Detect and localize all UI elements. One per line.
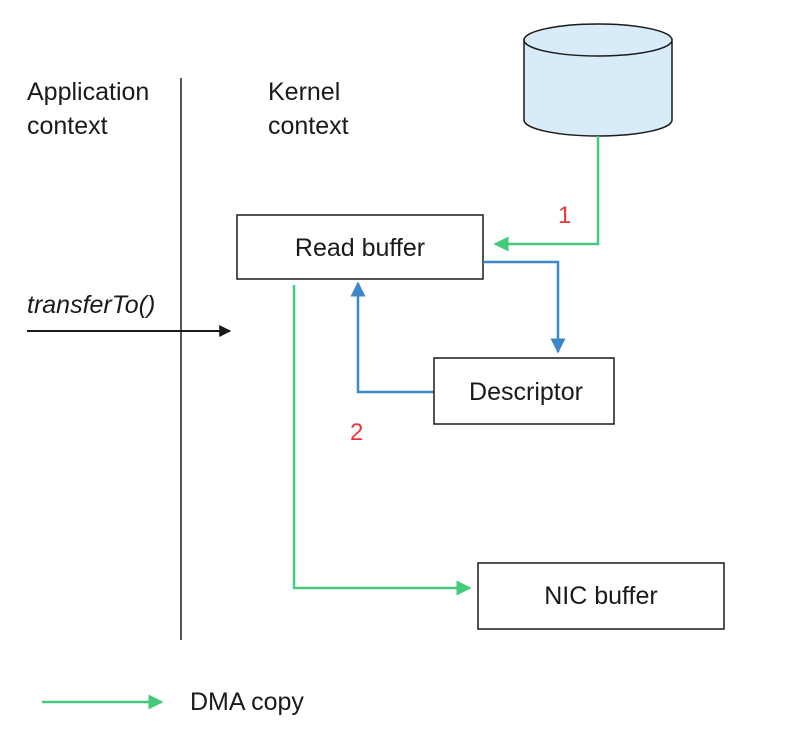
descriptor-node: Descriptor (433, 357, 615, 425)
descriptor-to-read-buffer-arrow (350, 281, 434, 394)
nic-buffer-label: NIC buffer (544, 582, 657, 610)
descriptor-label: Descriptor (469, 378, 583, 406)
disk-top (523, 23, 673, 57)
read-buffer-node: Read buffer (236, 214, 484, 280)
kernel-context-line2: context (268, 112, 349, 140)
step-1-number: 1 (558, 202, 571, 229)
dma-disk-to-read-buffer-arrow (493, 136, 600, 252)
application-context-label: Application context (27, 78, 156, 140)
kernel-context-label: Kernel context (268, 78, 349, 140)
disk-body (523, 39, 673, 137)
read-buffer-to-descriptor-arrow (483, 260, 566, 354)
descriptor-box (433, 357, 615, 425)
disk-icon (523, 23, 673, 137)
kernel-context-line1: Kernel (268, 78, 340, 106)
nic-buffer-node: NIC buffer (477, 562, 725, 630)
legend-dma-label: DMA copy (190, 688, 304, 716)
step-2-number: 2 (350, 419, 363, 446)
read-buffer-box (236, 214, 484, 280)
nic-buffer-box (477, 562, 725, 630)
transfer-to-label: transferTo() (27, 291, 155, 319)
application-context-line2: context (27, 112, 108, 140)
dma-read-buffer-to-nic-arrow (292, 285, 472, 596)
legend: DMA copy (42, 688, 304, 716)
read-buffer-label: Read buffer (295, 234, 425, 262)
application-context-line1: Application (27, 78, 149, 106)
